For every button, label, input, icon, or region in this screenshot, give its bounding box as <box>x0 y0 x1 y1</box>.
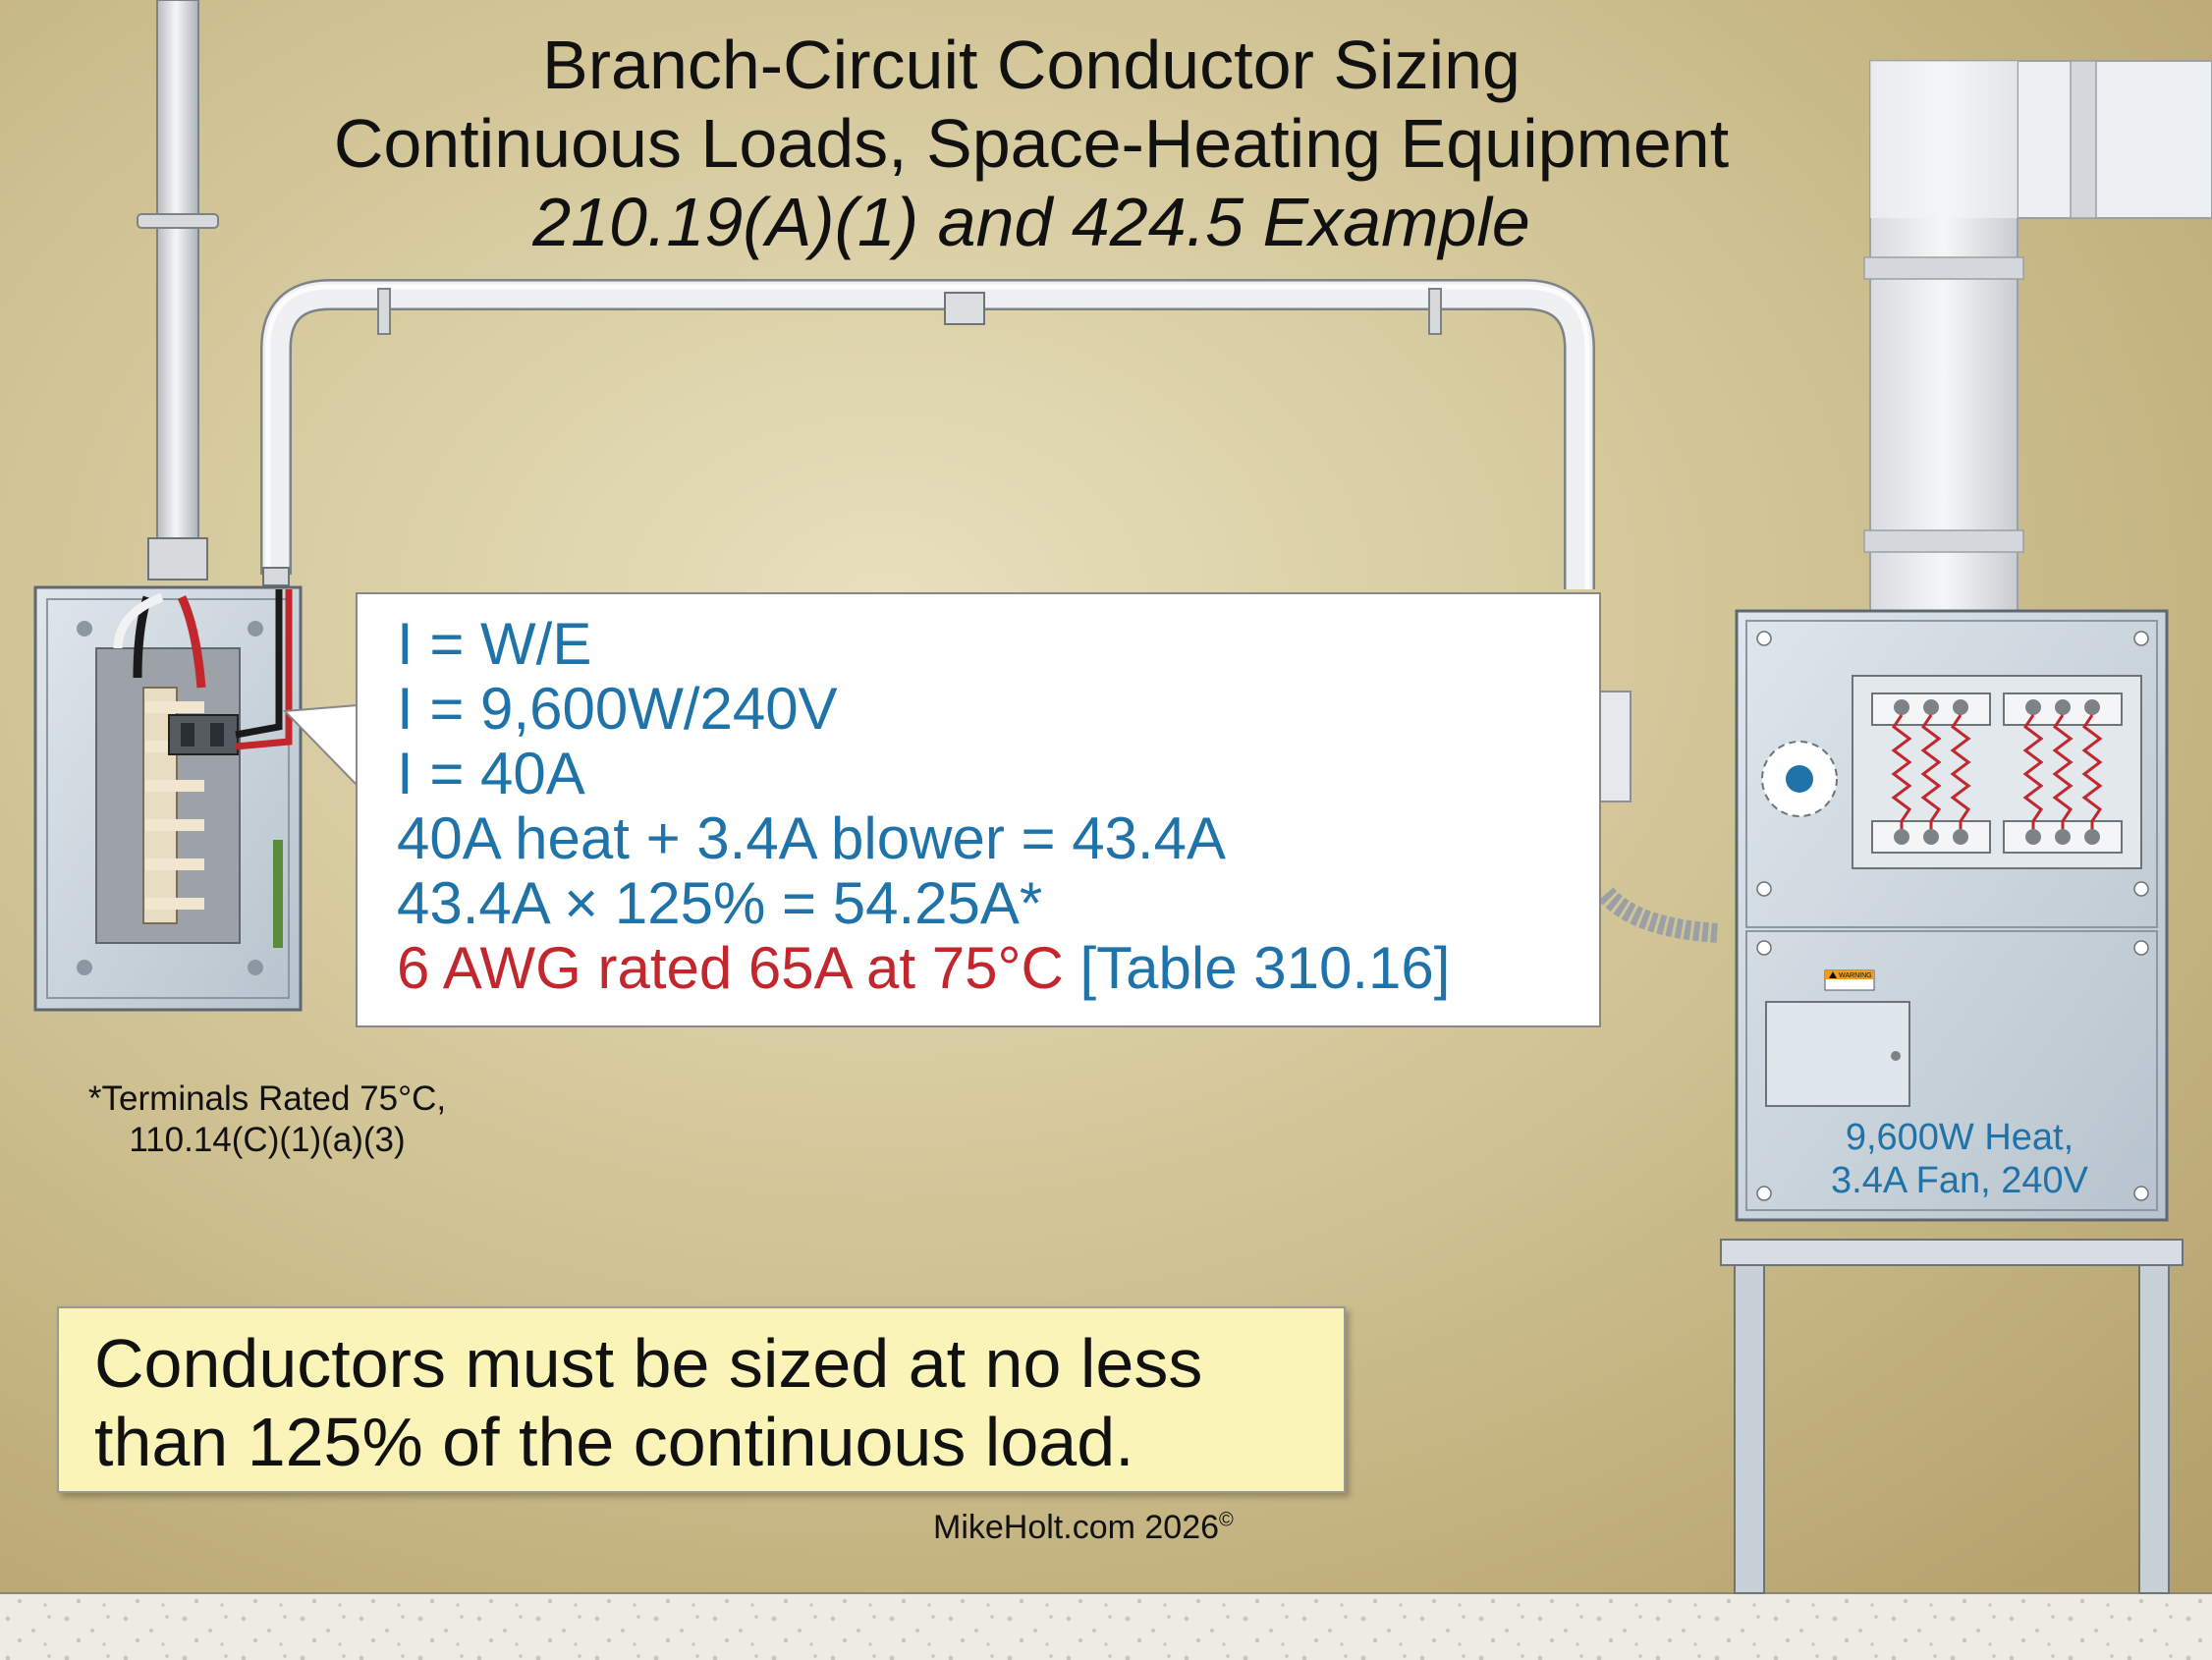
warning-label-icon: WARNING <box>1824 969 1875 991</box>
title-line-2: Continuous Loads, Space-Heating Equipmen… <box>333 105 1730 182</box>
calc-line-6: 6 AWG rated 65A at 75°C [Table 310.16] <box>397 936 1599 1001</box>
conduit-icon <box>260 279 1595 589</box>
footnote-line-2: 110.14(C)(1)(a)(3) <box>129 1121 406 1159</box>
rule-line-2: than 125% of the continuous load. <box>94 1404 1134 1480</box>
title-line-3: 210.19(A)(1) and 424.5 Example <box>532 184 1530 260</box>
thermostat-dial-icon <box>1761 741 1838 817</box>
copyright-mark: © <box>1219 1509 1234 1531</box>
panelboard-icon <box>33 585 303 1012</box>
calc-table-ref: [Table 310.16] <box>1079 935 1451 1001</box>
calc-line-2: I = 9,600W/240V <box>397 676 838 742</box>
unit-label-line-2: 3.4A Fan, 240V <box>1831 1160 2088 1201</box>
furnace-rating-label: 9,600W Heat, 3.4A Fan, 240V <box>1739 1116 2181 1202</box>
calc-line-1: I = W/E <box>397 611 592 677</box>
furnace-icon: WARNING <box>1720 609 2184 1594</box>
calc-result: 6 AWG rated 65A at 75°C <box>397 935 1064 1001</box>
copyright-credit: MikeHolt.com 2026© <box>933 1509 1234 1547</box>
rule-statement-box: Conductors must be sized at no less than… <box>57 1306 1346 1493</box>
terminal-footnote: *Terminals Rated 75°C, 110.14(C)(1)(a)(3… <box>51 1079 483 1161</box>
warning-label-text: WARNING <box>1839 972 1872 979</box>
diagram-title: Branch-Circuit Conductor Sizing Continuo… <box>0 26 2063 261</box>
service-conduit-icon <box>137 0 219 581</box>
access-door <box>1765 1001 1910 1107</box>
calc-line-3: I = 40A <box>397 741 585 806</box>
credit-text: MikeHolt.com 2026 <box>933 1509 1220 1546</box>
calc-line-4: 40A heat + 3.4A blower = 43.4A <box>397 805 1226 871</box>
footnote-line-1: *Terminals Rated 75°C, <box>87 1079 447 1118</box>
rule-line-1: Conductors must be sized at no less <box>94 1325 1203 1402</box>
unit-label-line-1: 9,600W Heat, <box>1845 1117 2074 1158</box>
breaker-icon <box>168 714 239 755</box>
title-line-1: Branch-Circuit Conductor Sizing <box>542 27 1521 103</box>
calculation-callout: I = W/E I = 9,600W/240V I = 40A 40A heat… <box>356 592 1601 1027</box>
duct-icon <box>1863 60 2212 612</box>
flexible-conduit-icon <box>1598 887 1720 943</box>
heating-element-icon <box>1852 675 2142 869</box>
calc-line-5: 43.4A × 125% = 54.25A* <box>397 870 1043 936</box>
floor <box>0 1593 2212 1660</box>
